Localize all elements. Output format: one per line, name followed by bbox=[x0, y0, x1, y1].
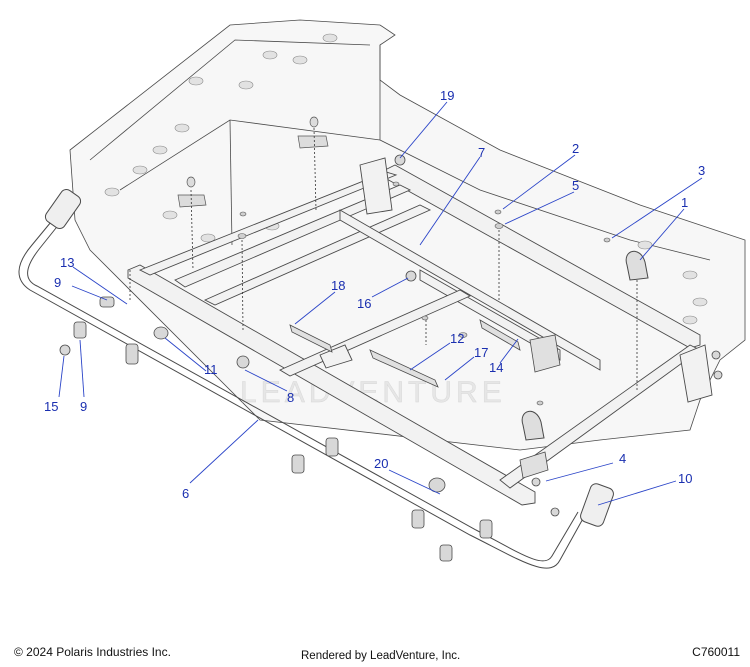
callout-20: 20 bbox=[374, 456, 388, 471]
callout-4: 4 bbox=[619, 451, 626, 466]
callout-labels: 1 2 3 4 5 6 7 8 9 9 10 11 12 13 14 15 16… bbox=[44, 88, 705, 501]
cargo-box bbox=[69, 19, 746, 451]
callout-9b: 9 bbox=[80, 399, 87, 414]
callout-1: 1 bbox=[681, 195, 688, 210]
callout-2: 2 bbox=[572, 141, 579, 156]
d-rings bbox=[521, 251, 649, 441]
callout-5: 5 bbox=[572, 178, 579, 193]
bar-clamps bbox=[59, 154, 723, 562]
callout-17: 17 bbox=[474, 345, 488, 360]
callout-6: 6 bbox=[182, 486, 189, 501]
callout-15: 15 bbox=[44, 399, 58, 414]
figure-id-text: C760011 bbox=[692, 645, 740, 659]
callout-18: 18 bbox=[331, 278, 345, 293]
main-frame bbox=[127, 157, 713, 506]
frame-cylinders bbox=[289, 319, 561, 479]
callout-16: 16 bbox=[357, 296, 371, 311]
watermark-text: LEADVENTURE bbox=[240, 376, 506, 409]
callout-19: 19 bbox=[440, 88, 454, 103]
callout-13: 13 bbox=[60, 255, 74, 270]
callout-8: 8 bbox=[287, 390, 294, 405]
fasteners bbox=[237, 181, 611, 406]
callout-10: 10 bbox=[678, 471, 692, 486]
callout-12: 12 bbox=[450, 331, 464, 346]
tube-bar bbox=[18, 188, 614, 569]
rendered-by-text: Rendered by LeadVenture, Inc. bbox=[301, 650, 461, 662]
callout-14: 14 bbox=[489, 360, 503, 375]
callout-3: 3 bbox=[698, 163, 705, 178]
leader-lines bbox=[58, 101, 703, 506]
callout-7: 7 bbox=[478, 145, 485, 160]
callout-9a: 9 bbox=[54, 275, 61, 290]
callout-11: 11 bbox=[204, 362, 218, 377]
alignment-lines bbox=[129, 127, 638, 390]
copyright-text: © 2024 Polaris Industries Inc. bbox=[14, 645, 171, 659]
